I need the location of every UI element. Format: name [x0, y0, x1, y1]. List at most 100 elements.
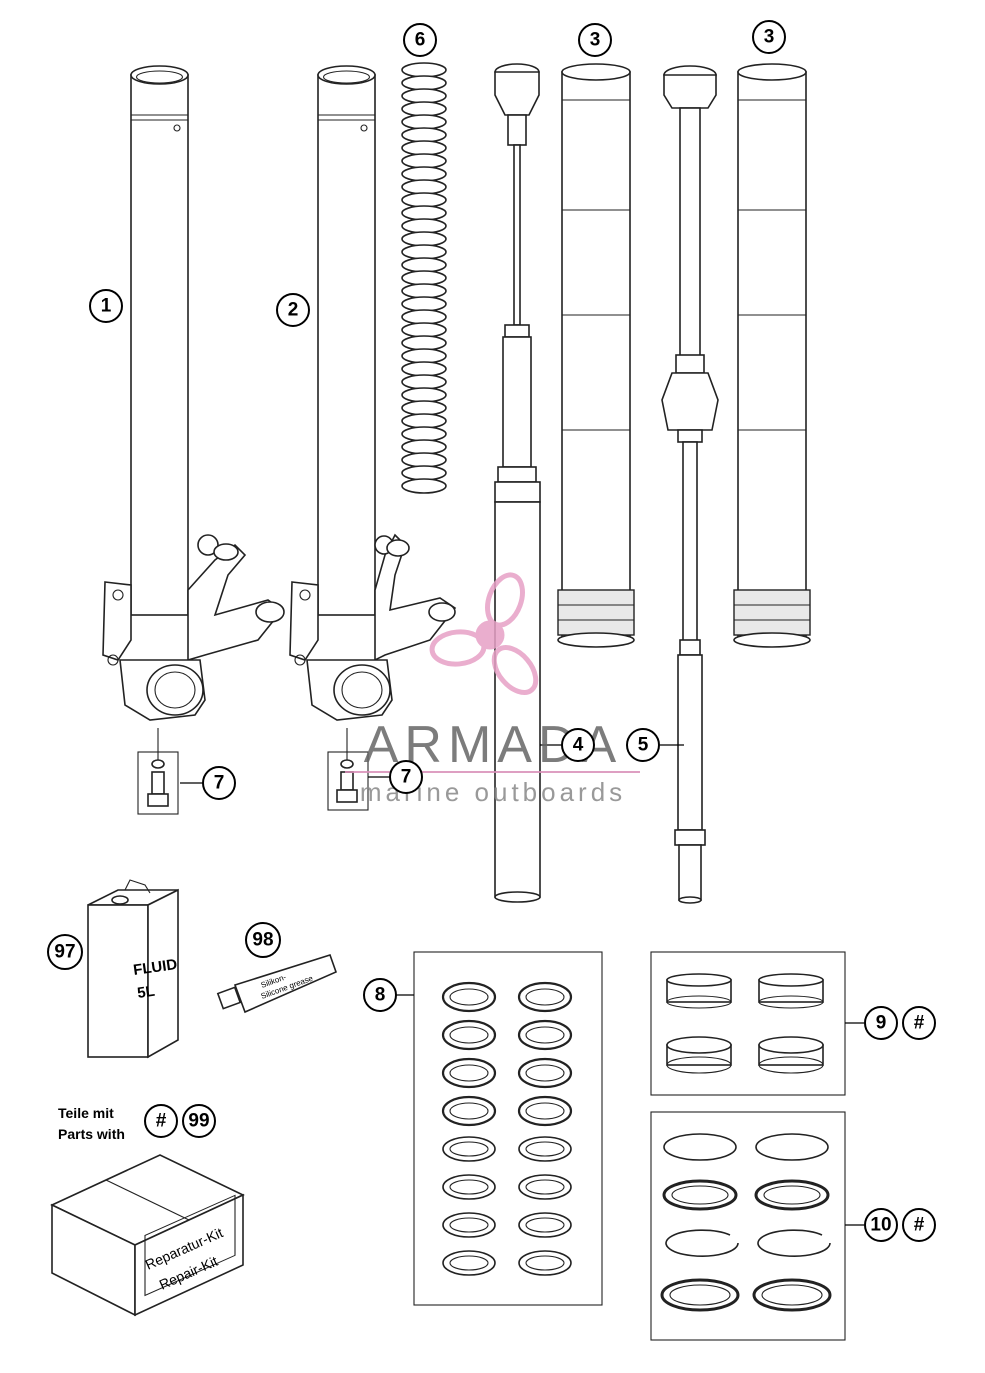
- spring-coil: [401, 192, 447, 208]
- spring-coil: [401, 218, 447, 234]
- seal-ring: [441, 1095, 497, 1127]
- spring-coil: [401, 257, 447, 273]
- callout-6-label: 6: [415, 30, 426, 51]
- seal-ring: [518, 1174, 572, 1200]
- watermark-propeller-icon: [429, 572, 539, 695]
- callout-97-label: 97: [54, 942, 75, 963]
- can-label-line1: FLUID: [132, 956, 178, 979]
- ring-set-box: [650, 1111, 846, 1341]
- spring-coil: [401, 153, 447, 169]
- seal-ring-inner: [525, 1179, 565, 1195]
- spring-coil: [401, 413, 447, 429]
- callout-3b-label: 3: [764, 27, 775, 48]
- seal-ring-inner: [525, 1141, 565, 1157]
- bushing-set-box: [650, 951, 846, 1096]
- callout-9-hash: #: [902, 1006, 936, 1040]
- seal-ring: [517, 1095, 573, 1127]
- spring-coil: [401, 127, 447, 143]
- spring-coil: [401, 114, 447, 130]
- seal-ring-inner: [449, 1217, 489, 1233]
- spring-coil: [401, 348, 447, 364]
- seal-ring: [441, 1057, 497, 1089]
- callout-98-label: 98: [252, 930, 273, 951]
- seal-ring-inner: [525, 1026, 565, 1044]
- callout-7a: 7: [202, 766, 236, 800]
- fork-spring: [401, 62, 447, 494]
- callout-2-label: 2: [288, 300, 299, 321]
- spring-coil: [401, 270, 447, 286]
- spring-coil: [401, 140, 447, 156]
- spring-coil: [401, 179, 447, 195]
- spring-coil: [401, 335, 447, 351]
- note-line2: Parts with: [58, 1126, 125, 1142]
- callout-99-label: 99: [188, 1111, 209, 1132]
- callout-10-label: 10: [870, 1215, 891, 1236]
- seal-ring: [518, 1136, 572, 1162]
- note-line1: Teile mit: [58, 1105, 114, 1121]
- spring-coil: [401, 361, 447, 377]
- spring-coil: [401, 231, 447, 247]
- seal-ring: [518, 1250, 572, 1276]
- callout-10: 10: [864, 1208, 898, 1242]
- callout-4: 4: [561, 728, 595, 762]
- callout-3b: 3: [752, 20, 786, 54]
- spring-coil: [401, 439, 447, 455]
- spring-coil: [401, 205, 447, 221]
- callout-99-hash-label: #: [156, 1111, 167, 1132]
- seal-ring: [517, 1019, 573, 1051]
- callout-4-label: 4: [573, 735, 584, 756]
- callout-10-hash: #: [902, 1208, 936, 1242]
- spring-coil: [401, 309, 447, 325]
- spring-coil: [401, 166, 447, 182]
- axle-bolt-right: [327, 728, 369, 811]
- seal-ring-inner: [525, 1102, 565, 1120]
- outer-tube-right: [733, 63, 811, 648]
- callout-7b-label: 7: [401, 767, 412, 788]
- callout-7a-label: 7: [214, 773, 225, 794]
- spring-coil: [401, 400, 447, 416]
- spring-coil: [401, 244, 447, 260]
- spring-coil: [401, 322, 447, 338]
- seal-ring-inner: [449, 1064, 489, 1082]
- callout-6: 6: [403, 23, 437, 57]
- callout-1: 1: [89, 289, 123, 323]
- seal-ring-inner: [449, 1102, 489, 1120]
- spring-coil: [401, 478, 447, 494]
- callout-9: 9: [864, 1006, 898, 1040]
- callout-8-label: 8: [375, 985, 386, 1006]
- silicone-grease-tube: Silikon- Silicone grease: [216, 954, 338, 1014]
- callout-8: 8: [363, 978, 397, 1012]
- callout-10-hash-label: #: [914, 1215, 925, 1236]
- callout-3a-label: 3: [590, 30, 601, 51]
- callout-3a: 3: [578, 23, 612, 57]
- leader-lines: [180, 744, 864, 1226]
- seal-ring-inner: [525, 1217, 565, 1233]
- seal-ring-inner: [449, 988, 489, 1006]
- callout-97: 97: [47, 934, 83, 970]
- repair-kit-box: Reparatur-Kit Repair-Kit: [50, 1154, 245, 1317]
- spring-coil: [401, 374, 447, 390]
- callout-2: 2: [276, 293, 310, 327]
- seal-ring: [442, 1212, 496, 1238]
- spring-coil: [401, 101, 447, 117]
- can-label-line2: 5L: [136, 983, 156, 1002]
- callout-7b: 7: [389, 760, 423, 794]
- damper-cartridge-left: [494, 63, 541, 903]
- seal-ring-inner: [525, 988, 565, 1006]
- callout-5-label: 5: [638, 735, 649, 756]
- seal-ring-inner: [449, 1141, 489, 1157]
- fork-leg-left: [102, 65, 285, 721]
- spring-coil: [401, 452, 447, 468]
- seal-ring: [442, 1250, 496, 1276]
- seal-ring-inner: [525, 1064, 565, 1082]
- damper-cartridge-right: [661, 65, 719, 904]
- spring-coil: [401, 296, 447, 312]
- spring-coil: [401, 75, 447, 91]
- seal-ring: [441, 1019, 497, 1051]
- seal-ring: [441, 981, 497, 1013]
- spring-coil: [401, 88, 447, 104]
- spring-coil: [401, 62, 447, 78]
- callout-1-label: 1: [101, 296, 112, 317]
- seal-ring: [518, 1212, 572, 1238]
